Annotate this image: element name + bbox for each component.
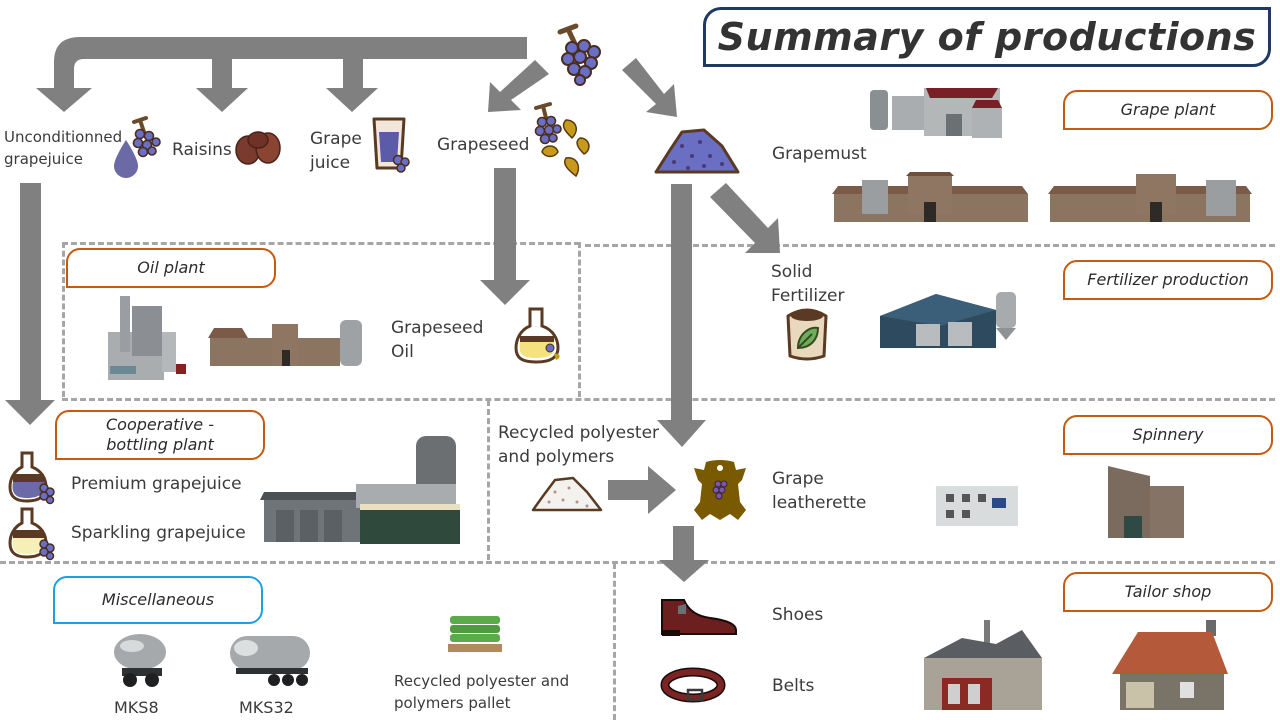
- label-line: and polymers: [498, 447, 615, 467]
- section-divider: [62, 242, 65, 397]
- oil-flask-icon: [514, 307, 560, 364]
- mks8-label: MKS8: [114, 698, 159, 717]
- sparkling-grapejuice-label: Sparkling grapejuice: [71, 523, 246, 543]
- leatherette-hide-icon: [694, 460, 746, 520]
- raisins-label: Raisins: [172, 140, 232, 160]
- section-divider: [62, 242, 580, 245]
- label-line: polymers pallet: [394, 694, 511, 712]
- tanker-semitrailer-icon: [226, 630, 314, 690]
- tag-line: Cooperative -: [105, 415, 215, 434]
- grapeseed-label: Grapeseed: [437, 135, 530, 155]
- production-tag-spinnery: Spinnery: [1063, 415, 1273, 455]
- recycled-polyester-label: Recycled polyester and polymers: [498, 421, 659, 469]
- pallet-label: Recycled polyester and polymers pallet: [394, 670, 569, 714]
- pallet-icon: [446, 612, 504, 656]
- grape-juice-glass-icon: [372, 117, 410, 173]
- spinnery-building: [930, 478, 1026, 530]
- arrow-to-grape-juice: [326, 59, 378, 112]
- grapeseed-oil-label: Grapeseed Oil: [391, 316, 483, 364]
- mks32-label: MKS32: [239, 698, 294, 717]
- production-tag-oil-plant: Oil plant: [66, 248, 276, 288]
- cooperative-building: [260, 430, 482, 550]
- arrow-to-shoes: [659, 526, 709, 582]
- section-divider: [578, 242, 581, 397]
- oil-plant-building: [208, 314, 368, 370]
- grapejuice-drop-icon: [114, 116, 161, 178]
- label-line: Fertilizer: [771, 286, 845, 306]
- polyester-pile-icon: [531, 476, 603, 512]
- tailor-shop-building: [912, 618, 1052, 712]
- section-divider: [62, 398, 1275, 401]
- sparkling-flask-icon: [8, 507, 55, 561]
- arrow-to-grapeseed-oil: [480, 168, 530, 305]
- label-line: Grapeseed: [391, 318, 484, 338]
- section-divider: [585, 244, 1275, 247]
- shoe-icon: [661, 599, 737, 636]
- tag-line: bottling plant: [106, 435, 214, 454]
- section-divider: [613, 563, 616, 720]
- unconditioned-grapejuice-label: Unconditionned grapejuice: [4, 126, 122, 170]
- arrow-polyester-to-leatherette: [608, 466, 676, 514]
- oil-plant-building: [96, 292, 192, 384]
- label-line: grapejuice: [4, 150, 83, 168]
- label-line: Recycled polyester and: [394, 672, 570, 690]
- tanker-trailer-small-icon: [108, 632, 168, 688]
- section-divider: [0, 561, 1275, 564]
- grapemust-pile-icon: [654, 128, 740, 174]
- grape-bunch-icon: [557, 23, 601, 86]
- label-line: Recycled polyester: [498, 423, 660, 443]
- arrow-to-unconditioned: [36, 37, 527, 112]
- shoes-label: Shoes: [772, 605, 824, 625]
- grape-plant-building: [832, 172, 1028, 224]
- arrow-to-grapemust: [622, 58, 677, 117]
- production-tag-cooperative: Cooperative - bottling plant: [55, 410, 265, 460]
- production-tag-miscellaneous: Miscellaneous: [53, 576, 263, 624]
- belt-icon: [660, 667, 726, 703]
- arrow-to-fertilizer: [710, 183, 780, 253]
- section-divider: [487, 400, 490, 560]
- premium-flask-icon: [8, 451, 55, 505]
- fertilizer-bag-icon: [786, 308, 828, 361]
- label-line: Grape: [310, 129, 362, 149]
- grapemust-label: Grapemust: [772, 144, 867, 164]
- fertilizer-building: [876, 286, 1036, 350]
- grape-plant-building: [868, 84, 1026, 144]
- grape-leatherette-label: Grape leatherette: [772, 467, 866, 515]
- arrow-to-raisins: [196, 59, 248, 112]
- grape-juice-label: Grape juice: [310, 127, 362, 175]
- label-line: juice: [310, 153, 351, 173]
- raisins-icon: [235, 131, 281, 165]
- label-line: Oil: [391, 342, 414, 362]
- production-tag-fertilizer: Fertilizer production: [1063, 260, 1273, 300]
- page-title: Summary of productions: [703, 7, 1271, 67]
- grapeseed-icon: [534, 102, 590, 178]
- arrow-to-grapeseed: [488, 60, 549, 112]
- premium-grapejuice-label: Premium grapejuice: [71, 474, 242, 494]
- label-line: Solid: [771, 262, 813, 282]
- production-tag-grape-plant: Grape plant: [1063, 90, 1273, 130]
- belts-label: Belts: [772, 676, 815, 696]
- production-tag-tailor-shop: Tailor shop: [1063, 572, 1273, 612]
- label-line: leatherette: [772, 493, 867, 513]
- label-line: Unconditionned: [4, 128, 123, 146]
- solid-fertilizer-label: Solid Fertilizer: [771, 260, 845, 308]
- label-line: Grape: [772, 469, 824, 489]
- arrow-to-cooperative: [5, 183, 55, 425]
- tailor-shop-building: [1108, 618, 1232, 712]
- grape-plant-building: [1046, 172, 1264, 224]
- arrow-to-leatherette: [657, 184, 706, 447]
- spinnery-building: [1100, 462, 1190, 540]
